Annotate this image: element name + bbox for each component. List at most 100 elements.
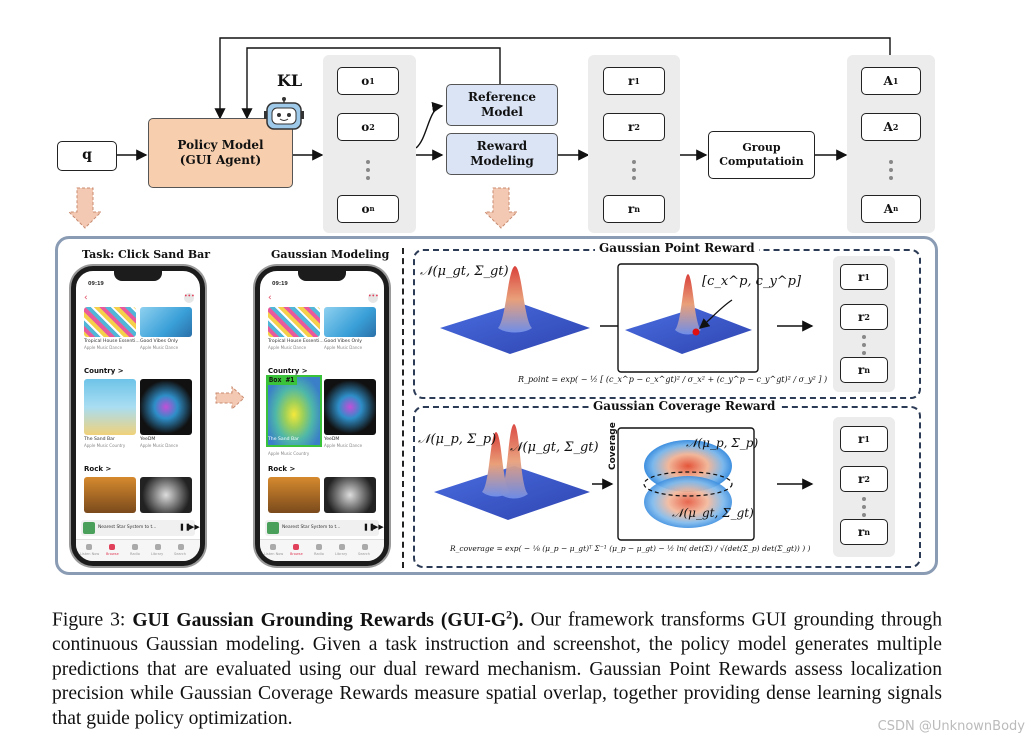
caption-title-end: ). [512,609,524,631]
coverage-ellipses [643,440,733,528]
phone2-section-country: Country > [268,367,308,375]
advantage-an-text: A [883,201,894,216]
reward-r2-sub: 2 [634,122,640,132]
caption-figure-label: Figure 3: [52,609,126,631]
rewards-ellipsis [631,160,637,180]
caption-title-text: GUI Gaussian Grounding Rewards (GUI-G [132,609,507,631]
phone2-now-playing-title: Nearest Star System to t... [282,525,341,530]
coverage-rewards-ellipsis [861,497,867,517]
phone2-section-rock: Rock > [268,465,296,473]
phone2-forward-icon[interactable]: ▶▶ [373,523,384,531]
point-dist-label: 𝒩(μ_gt, Σ_gt) [420,264,509,279]
output-o2-text: o [361,119,370,134]
phone1-tile2-title: Good Vibes Only [140,339,178,344]
advantage-a2-text: A [883,119,893,134]
phone1-time: 09:19 [88,281,104,287]
gt-gaussian-with-point [625,274,752,354]
phone1-tile4-title: YeeDM [140,437,156,442]
policy-model-line1: Policy Model [177,138,264,152]
point-reward-title: Gaussian Point Reward [595,241,759,255]
group-computation-line1: Group [742,141,781,155]
reward-r1-text: r [628,73,635,88]
phone2-tile4-title: YeeDM [324,437,340,442]
output-on-text: o [361,201,370,216]
coverage-r1-text: r [858,431,865,446]
coverage-rn-sub: n [864,527,871,537]
phone1-tab-search[interactable]: Search [174,552,187,556]
coverage-r2-sub: 2 [864,474,870,484]
phone2-tab-browse[interactable]: Browse [290,552,303,556]
phone2-tab-radio[interactable]: Radio [314,552,324,556]
advantage-a2-sub: 2 [892,122,899,132]
phone1-tabbar: Listen Now Browse Radio Library Search [76,539,200,561]
phone2-tile-rock1 [268,477,320,513]
reward-r2-text: r [628,119,635,134]
watermark: CSDN @UnknownBody [877,719,1025,734]
phone2-tile1-title: Tropical House Essenti... [268,339,324,344]
coverage-r1-sub: 1 [864,434,870,444]
reward-rn-sub: n [634,204,641,214]
output-o2-sub: 2 [369,122,375,132]
advantage-an-sub: n [893,203,899,213]
phone1-tab-radio[interactable]: Radio [130,552,140,556]
phone1-pause-icon[interactable]: ❚❚ [179,523,191,531]
phone2-now-playing[interactable]: Nearest Star System to t... ❚❚ ▶▶ [265,520,384,536]
point-r1-sub: 1 [864,272,870,282]
phone1-tile-sandbar[interactable] [84,379,136,435]
figure-caption: Figure 3: GUI Gaussian Grounding Rewards… [52,602,942,731]
phone1-now-playing[interactable]: Nearest Star System to t... ❚❚ ▶▶ [81,520,200,536]
phone1-forward-icon[interactable]: ▶▶ [189,523,200,531]
coverage-r2-text: r [858,471,865,486]
phone1-more-icon: ••• [184,293,195,303]
advantages-ellipsis [888,160,894,180]
gaussian-modeling-title: Gaussian Modeling [271,248,390,261]
coverage-reward-formula: R_coverage = exp( − ⅛ (μ_p − μ_gt)ᵀ Σ⁻¹ … [450,544,811,553]
phone2-pause-icon[interactable]: ❚❚ [363,523,375,531]
phone1-tab-listen[interactable]: Listen Now [80,552,100,556]
phone1-tile4-sub: Apple Music Dance [140,443,179,448]
coverage-rn-text: r [857,524,865,539]
reward-modeling-line1: Reward [476,139,528,153]
phone1-tile3-sub: Apple Music Country [84,443,126,448]
phone2-tab-listen[interactable]: Listen Now [264,552,284,556]
query-box: q [57,141,117,171]
coverage-ellipse-bottom-label: 𝒩(μ_gt, Σ_gt) [672,506,754,520]
phone1-now-playing-title: Nearest Star System to t... [98,525,157,530]
phone1-section-country: Country > [84,367,124,375]
group-computation-line2: Computatioin [719,155,804,168]
reference-model-line1: Reference [467,90,537,104]
phone1-tab-browse[interactable]: Browse [106,552,119,556]
phone1-tab-library[interactable]: Library [151,552,164,556]
caption-title: GUI Gaussian Grounding Rewards (GUI-G2). [132,607,524,631]
reward-r1-sub: 1 [634,76,640,86]
reference-model-box: Reference Model [446,84,558,126]
point-coordinate-label: [c_x^p, c_y^p] [702,274,802,289]
phone2-tile1-sub: Apple Music Dance [268,345,307,350]
coverage-ellipse-top-label: 𝒩(μ_p, Σ_p) [686,436,759,450]
reference-model-line2: Model [481,105,523,119]
phone2-tabbar: Listen Now Browse Radio Library Search [260,539,384,561]
phone2-tile-yeedm [324,379,376,435]
phone2-tab-search[interactable]: Search [358,552,371,556]
caption-body: Our framework transforms GUI grounding t… [52,609,942,729]
right-hint-arrow [215,385,245,411]
phone2-tile3-sub: Apple Music Country [268,451,310,456]
output-o1-text: o [361,73,370,88]
phone2-tile-goodvibes [324,307,376,337]
phone2-tile2-title: Good Vibes Only [324,339,362,344]
kl-label: KL [277,71,303,90]
output-on-sub: n [369,203,375,213]
phone1-tile-yeedm [140,379,192,435]
point-r1-text: r [858,269,865,284]
phone1-tile-tropical [84,307,136,337]
point-reward-formula: R_point = exp( − ½ [ (c_x^p − c_x^gt)² /… [518,375,828,384]
phone2-tab-library[interactable]: Library [335,552,348,556]
down-hint-arrow-left [67,187,103,229]
